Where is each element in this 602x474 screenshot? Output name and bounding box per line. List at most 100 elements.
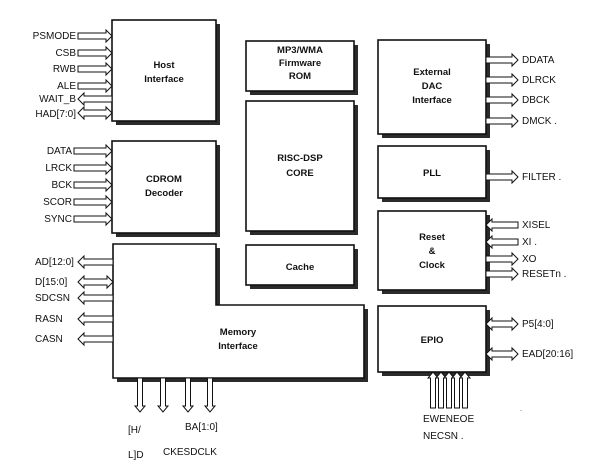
arrow-xisel (485, 217, 519, 233)
arrow-lrck (73, 160, 113, 176)
signal-sync: SYNC (44, 214, 72, 225)
arrow-csb (77, 45, 113, 61)
reset-clock-label-2: & (429, 246, 436, 257)
arrow-dlrck (485, 72, 519, 88)
reset-clock-block: Reset & Clock (377, 210, 490, 294)
dac-label-1: External (413, 67, 451, 78)
arrow-epio-bottom-4 (450, 371, 464, 409)
dac-label-3: Interface (412, 95, 452, 106)
reset-signals: XISEL XI . XO RESETn . (522, 220, 566, 280)
risc-dsp-label-1: RISC-DSP (277, 153, 323, 164)
signal-had: HAD[7:0] (35, 109, 76, 120)
epio-signals: P5[4:0] EAD[20:16] (522, 319, 573, 360)
epio-bottom-signals: EWENEOE NECSN . (423, 414, 474, 442)
host-interface-label-2: Interface (144, 74, 184, 85)
arrow-wait-b (77, 91, 113, 107)
memory-interface-label-2: Interface (218, 341, 258, 352)
arrow-rwb (77, 61, 113, 77)
signal-psmode: PSMODE (33, 31, 77, 42)
signal-ead: EAD[20:16] (522, 349, 573, 360)
signal-xi: XI . (522, 237, 537, 248)
arrow-d (77, 274, 114, 290)
signal-dbck: DBCK (522, 95, 550, 106)
epio-label: EPIO (421, 335, 444, 346)
arrow-bck (73, 177, 113, 193)
memory-interface-block: Memory Interface (112, 243, 368, 382)
arrow-filter (485, 169, 519, 185)
arrow-epio-bottom-3 (442, 371, 456, 409)
arrow-ba (181, 377, 195, 413)
firmware-rom-label-2: Firmware (279, 58, 321, 69)
signal-casn: CASN (35, 334, 63, 345)
signal-csb: CSB (55, 48, 76, 59)
signal-filter: FILTER . (522, 172, 561, 183)
arrow-xo (485, 251, 519, 267)
firmware-rom-label-3: ROM (289, 71, 311, 82)
signal-ddata: DDATA (522, 55, 555, 66)
arrow-psmode (77, 28, 113, 44)
arrow-ddata (485, 52, 519, 68)
signal-ckesdclk: CKESDCLK (163, 447, 217, 458)
host-interface-label-1: Host (153, 60, 175, 71)
arrow-hl-dqm (133, 377, 147, 413)
cdrom-decoder-label-2: Decoder (145, 188, 183, 199)
signal-hl-top: [H/ (128, 425, 141, 436)
signal-bck: BCK (51, 180, 72, 191)
cdrom-decoder-label-1: CDROM (146, 174, 182, 185)
stray-dot-1: . (520, 406, 522, 413)
external-dac-interface-block: External DAC Interface (377, 39, 490, 138)
arrow-dmck (485, 113, 519, 129)
signal-dmck: DMCK . (522, 116, 557, 127)
arrow-cke-sdclk (203, 377, 217, 413)
reset-clock-label-3: Clock (419, 260, 446, 271)
signal-p5: P5[4:0] (522, 319, 554, 330)
arrow-scor (73, 194, 113, 210)
epio-block: EPIO (377, 305, 490, 376)
cdrom-decoder-block: CDROM Decoder (111, 140, 220, 237)
risc-dsp-core-block: RISC-DSP CORE (245, 100, 358, 235)
signal-hl-bottom: L]D (128, 450, 144, 461)
signal-arrows (73, 28, 519, 413)
signal-rasn: RASN (35, 314, 63, 325)
cdrom-signals: DATA LRCK BCK SCOR SYNC (43, 146, 72, 225)
signal-ale: ALE (57, 81, 76, 92)
signal-sdcsn: SDCSN (35, 293, 70, 304)
arrow-data (73, 143, 113, 159)
pll-label: PLL (423, 168, 441, 179)
host-interface-block: Host Interface (111, 19, 220, 125)
cache-label: Cache (286, 262, 315, 273)
dac-signals: DDATA DLRCK DBCK DMCK . (522, 55, 557, 127)
signal-dlrck: DLRCK (522, 75, 556, 86)
arrow-sync (73, 211, 113, 227)
arrow-ad (77, 254, 114, 270)
pll-block: PLL (377, 145, 490, 202)
arrow-dbck (485, 92, 519, 108)
cache-block: Cache (245, 244, 358, 289)
signal-data: DATA (47, 146, 73, 157)
signal-lrck: LRCK (45, 163, 72, 174)
signal-xo: XO (522, 254, 537, 265)
signal-scor: SCOR (43, 197, 72, 208)
signal-resetn: RESETn . (522, 269, 566, 280)
arrow-epio-bottom-1 (426, 371, 440, 409)
risc-dsp-label-2: CORE (286, 168, 313, 179)
arrow-resetn (485, 266, 519, 282)
signal-d: D[15:0] (35, 277, 67, 288)
memory-signals: AD[12:0] D[15:0] SDCSN RASN CASN (35, 257, 74, 345)
arrow-rasn (77, 311, 114, 327)
firmware-rom-block: MP3/WMA Firmware ROM (245, 40, 358, 95)
signal-ewen-oe: EWENEOE (423, 414, 474, 425)
signal-ad: AD[12:0] (35, 257, 74, 268)
arrow-ale (77, 78, 113, 94)
signal-necsn: NECSN . (423, 431, 464, 442)
arrow-mem-bottom-2 (156, 377, 170, 413)
arrow-xi (485, 234, 519, 250)
memory-bottom-signals: [H/ BA[1:0] L]D CKESDCLK (128, 422, 218, 461)
host-signals: PSMODE CSB RWB ALE WAIT_B HAD[7:0] (33, 31, 77, 120)
dac-label-2: DAC (422, 81, 443, 92)
memory-interface-label-1: Memory (220, 327, 257, 338)
arrow-casn (77, 331, 114, 347)
arrow-sdcsn (77, 290, 114, 306)
signal-rwb: RWB (53, 64, 76, 75)
